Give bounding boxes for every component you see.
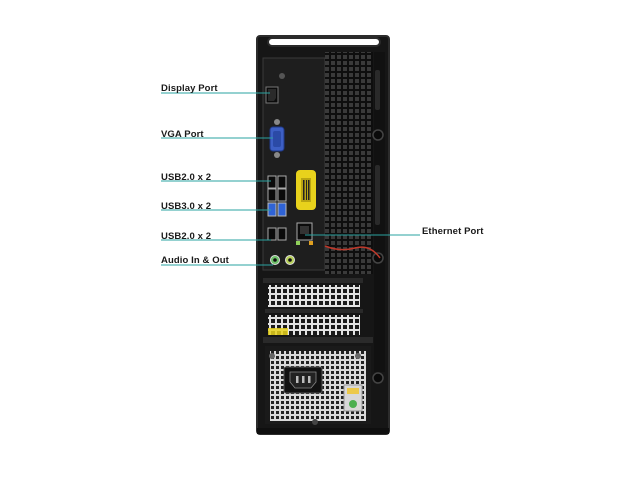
usb-connector-icon [267, 175, 287, 202]
vent-grill [325, 52, 373, 274]
top-handle [267, 37, 381, 47]
label-audio: Audio In & Out [161, 255, 229, 266]
label-usb20-top: USB2.0 x 2 [161, 172, 212, 183]
audio-jack-icon [270, 255, 295, 265]
label-ethernet: Ethernet Port [422, 226, 484, 237]
label-display-port: Display Port [161, 83, 218, 94]
label-vga-port: VGA Port [161, 129, 204, 140]
displayport-connector-icon [265, 86, 279, 104]
ethernet-jack-icon [296, 222, 313, 245]
psu-test-button [343, 384, 363, 412]
expansion-slots [263, 278, 373, 343]
usb-connector-icon [267, 227, 287, 241]
vga-connector-icon [269, 119, 285, 158]
yellow-label [296, 170, 316, 210]
power-socket-icon [283, 366, 323, 394]
label-usb20-bottom: USB2.0 x 2 [161, 231, 212, 242]
label-usb30: USB3.0 x 2 [161, 201, 212, 212]
